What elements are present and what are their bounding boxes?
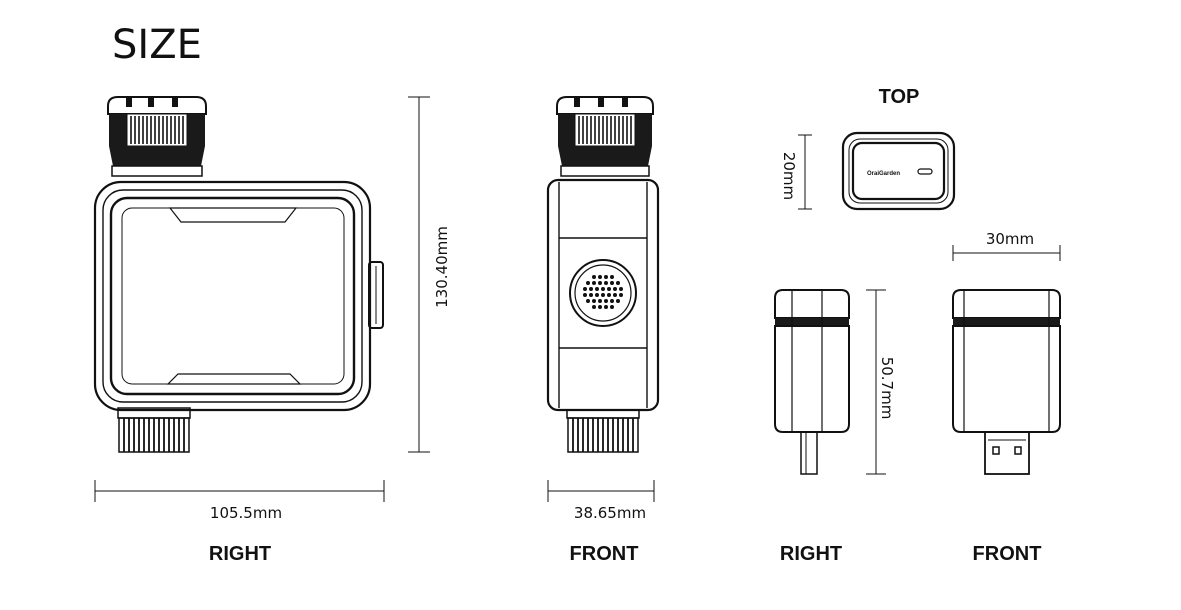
gateway-front-view: [952, 289, 1061, 475]
timer-front-cap: [556, 96, 654, 177]
gateway-width-dimension: 30mm: [952, 230, 1061, 261]
gateway-brand-text: OraiGarden: [867, 171, 900, 177]
timer-cap: [107, 96, 207, 177]
gateway-front-label: FRONT: [973, 543, 1042, 565]
gateway-height-label: 50.7mm: [878, 357, 896, 420]
gateway-top-dimension: 20mm: [780, 134, 812, 210]
usb-plug-front: [984, 431, 1030, 475]
speaker-grille: [569, 259, 637, 327]
gateway-top-dim-label: 20mm: [780, 152, 798, 200]
timer-front-thread: [566, 409, 640, 453]
usb-plug-side: [800, 431, 818, 475]
timer-right-label: RIGHT: [209, 543, 271, 565]
gateway-height-dimension: 50.7mm: [866, 289, 896, 475]
timer-width-label: 105.5mm: [210, 504, 282, 522]
page-title: SIZE: [112, 22, 202, 68]
timer-width-dimension: 105.5mm: [94, 480, 385, 522]
gateway-top-label: TOP: [879, 86, 920, 108]
gateway-right-label: RIGHT: [780, 543, 842, 565]
timer-right-view: [93, 96, 384, 453]
timer-front-view: [546, 96, 660, 453]
timer-height-label: 130.40mm: [433, 226, 451, 308]
timer-body: [93, 180, 384, 412]
timer-depth-label: 38.65mm: [574, 504, 646, 522]
timer-depth-dimension: 38.65mm: [547, 480, 655, 522]
timer-height-dimension: 130.40mm: [408, 96, 451, 453]
led-indicator: [917, 168, 933, 175]
gateway-right-view: [774, 289, 850, 475]
timer-thread: [117, 407, 191, 453]
timer-front-label: FRONT: [570, 543, 639, 565]
gateway-width-label: 30mm: [986, 230, 1034, 248]
gateway-top-view: OraiGarden: [841, 131, 956, 211]
